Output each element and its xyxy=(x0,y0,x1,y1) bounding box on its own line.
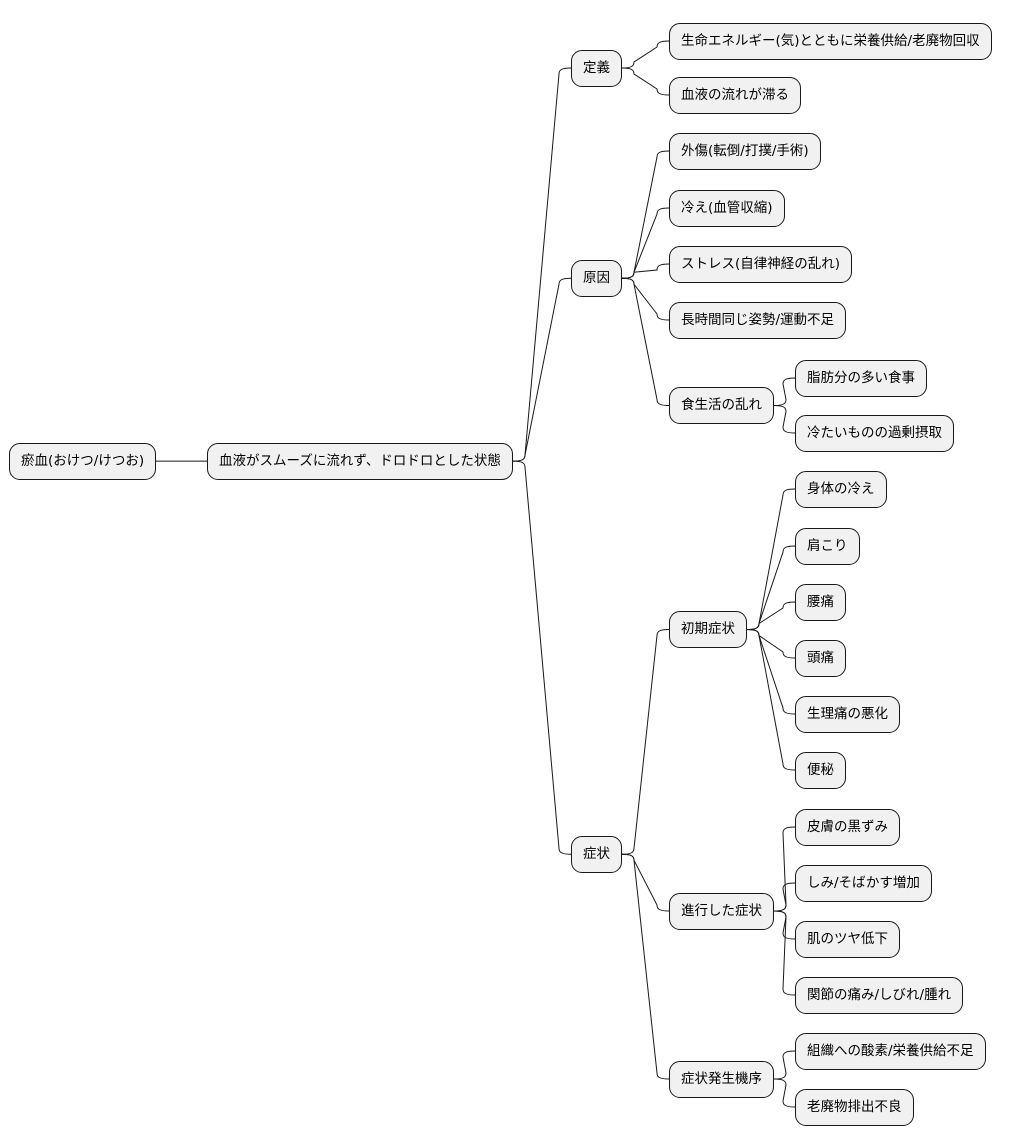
mindmap-node[interactable]: 原因 xyxy=(571,259,622,297)
mindmap-node[interactable]: 冷たいものの過剰摂取 xyxy=(795,414,954,452)
mindmap-node[interactable]: 血液がスムーズに流れず、ドロドロとした状態 xyxy=(207,442,513,480)
connector-line xyxy=(773,1050,796,1080)
connector-line xyxy=(773,910,796,996)
connector-line xyxy=(621,40,670,69)
connector-line xyxy=(773,910,796,940)
connector-line xyxy=(773,1078,796,1108)
connector-line xyxy=(621,263,670,279)
mindmap-node[interactable]: 関節の痛み/しびれ/腫れ xyxy=(795,976,964,1014)
mindmap-node[interactable]: 生理痛の悪化 xyxy=(795,695,900,733)
mindmap-node[interactable]: 進行した症状 xyxy=(669,892,774,930)
connector-line xyxy=(512,67,572,462)
connector-line xyxy=(512,277,572,462)
mindmap-node[interactable]: 長時間同じ姿勢/運動不足 xyxy=(669,301,847,339)
mindmap-node[interactable]: 皮膚の黒ずみ xyxy=(795,808,900,846)
mindmap-node[interactable]: 頭痛 xyxy=(795,639,846,677)
mindmap-node[interactable]: 初期症状 xyxy=(669,611,747,648)
mindmap-node[interactable]: 外傷(転倒/打撲/手術) xyxy=(669,132,821,170)
mindmap-node[interactable]: 肌のツヤ低下 xyxy=(795,920,900,958)
mindmap-node[interactable]: 老廃物排出不良 xyxy=(795,1088,914,1126)
connector-line xyxy=(746,488,796,630)
connector-line xyxy=(621,67,670,96)
mindmap-node[interactable]: 組織への酸素/栄養供給不足 xyxy=(795,1032,986,1070)
connector-line xyxy=(621,277,670,406)
connector-line xyxy=(746,629,796,771)
connector-line xyxy=(621,277,670,321)
mindmap-node[interactable]: 冷え(血管収縮) xyxy=(669,189,785,227)
connector-line xyxy=(621,853,670,912)
connector-line xyxy=(773,882,796,912)
mindmap-node[interactable]: 症状発生機序 xyxy=(669,1060,774,1098)
connector-line xyxy=(746,601,796,630)
connector-line xyxy=(746,629,796,659)
mindmap-node[interactable]: 症状 xyxy=(571,835,622,873)
connector-line xyxy=(512,460,572,855)
mindmap-node[interactable]: 脂肪分の多い食事 xyxy=(795,359,927,397)
connector-line xyxy=(773,377,796,406)
mindmap-node[interactable]: 肩こり xyxy=(795,527,860,565)
mindmap-node[interactable]: 生命エネルギー(気)とともに栄養供給/老廃物回収 xyxy=(669,22,992,60)
connector-line xyxy=(621,150,670,279)
mindmap-node[interactable]: しみ/そばかす増加 xyxy=(795,864,932,902)
mindmap-node[interactable]: 食生活の乱れ xyxy=(669,387,774,424)
mindmap-node[interactable]: 腰痛 xyxy=(795,583,846,621)
mindmap-node[interactable]: 便秘 xyxy=(795,751,846,789)
mindmap-node[interactable]: ストレス(自律神経の乱れ) xyxy=(669,245,853,283)
connector-line xyxy=(621,207,670,279)
connector-line xyxy=(773,405,796,434)
root-node[interactable]: 瘀血(おけつ/けつお) xyxy=(9,442,157,480)
connector-line xyxy=(621,853,670,1080)
connector-line xyxy=(621,629,670,855)
mindmap-node[interactable]: 定義 xyxy=(571,49,622,87)
mindmap-node[interactable]: 血液の流れが滞る xyxy=(669,76,801,114)
mindmap-node[interactable]: 身体の冷え xyxy=(795,470,887,508)
